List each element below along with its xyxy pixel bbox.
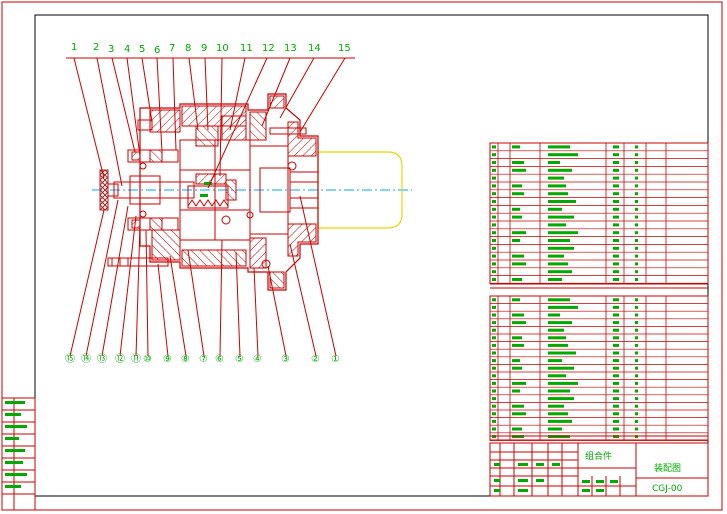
parts-list-upper-row [492, 207, 638, 211]
part-number-4: 4 [124, 44, 130, 55]
parts-list-lower-row [492, 389, 638, 393]
parts-list-upper-row [492, 223, 638, 227]
bottom-part-number-10: ⑩ [143, 354, 152, 365]
part-number-10: 10 [216, 43, 229, 54]
parts-list-upper-row [492, 246, 638, 250]
housing-outline [139, 93, 319, 291]
part-number-2: 2 [93, 42, 99, 53]
bottom-part-number-4: ④ [253, 354, 262, 365]
parts-list-lower-row [492, 366, 638, 370]
parts-list-upper-row [492, 270, 638, 274]
parts-list-upper-row [492, 168, 638, 172]
left-margin-tabs [1, 397, 36, 511]
bottom-part-number-15: ⑮ [65, 353, 75, 365]
parts-list-upper-row [492, 176, 638, 180]
parts-list-lower-row [492, 298, 638, 302]
part-number-14: 14 [308, 43, 321, 54]
parts-list-lower-row [492, 336, 638, 340]
part-number-6: 6 [154, 45, 160, 56]
parts-list-lower-row [492, 427, 638, 431]
parts-list-upper-row [492, 278, 638, 281]
parts-list-upper [489, 142, 709, 289]
parts-list-lower-row [492, 397, 638, 401]
parts-list-upper-row [492, 215, 638, 219]
part-number-5: 5 [139, 44, 145, 55]
parts-list-upper-row [492, 184, 638, 188]
part-number-9: 9 [201, 43, 207, 54]
parts-list-lower-row [492, 381, 638, 385]
bottom-part-number-12: ⑫ [115, 353, 125, 365]
parts-list-upper-row [492, 200, 638, 203]
bottom-part-number-1: ① [331, 354, 340, 365]
bottom-part-number-3: ③ [281, 354, 290, 365]
assembly-label: 组合件 [585, 450, 612, 462]
parts-list-upper-row [492, 153, 638, 157]
parts-list-lower-row [492, 404, 638, 408]
parts-list-upper-row [492, 231, 638, 235]
bottom-part-number-9: ⑨ [163, 354, 172, 365]
parts-list-lower-row [492, 435, 638, 439]
bottom-part-number-6: ⑥ [215, 354, 224, 365]
parts-list-upper-row [492, 262, 638, 266]
top-callouts: 1 2 3 4 5 6 7 8 9 10 11 12 13 14 15 [66, 42, 355, 189]
parts-list-lower-row [492, 305, 638, 309]
part-number-7: 7 [169, 43, 175, 54]
parts-list-lower-row [492, 419, 638, 423]
drawing-frame [34, 14, 709, 497]
parts-list-upper-row [492, 145, 638, 149]
bottom-part-number-11: ⑪ [131, 353, 141, 365]
part-number-3: 3 [108, 44, 114, 55]
part-number-15: 15 [338, 43, 351, 54]
parts-list-lower-row [492, 374, 638, 378]
bottom-part-number-8: ⑧ [181, 354, 190, 365]
parts-list-upper-row [492, 239, 638, 242]
parts-list-lower-row [492, 313, 638, 317]
parts-list-lower-row [492, 328, 638, 332]
bottom-part-number-2: ② [311, 354, 320, 365]
part-number-12: 12 [262, 43, 275, 54]
parts-list-upper-row [492, 254, 638, 258]
bottom-part-number-13: ⑬ [97, 353, 107, 365]
part-number-8: 8 [185, 43, 191, 54]
title-block: 组合件 装配图 CGJ-00 [489, 442, 709, 497]
parts-list-upper-row [492, 161, 638, 164]
bottom-callouts: ⑮ ⑭ ⑬ ⑫ ⑪ ⑩ ⑨ ⑧ ⑦ ⑥ ⑤ ④ ③ ② ① [65, 195, 340, 365]
part-number-11: 11 [240, 43, 253, 54]
parts-list-upper-row [492, 192, 638, 196]
parts-list-lower-row [492, 351, 638, 355]
part-number-1: 1 [71, 42, 77, 53]
assembly-section-view [92, 93, 412, 291]
drawing-name: 装配图 [654, 462, 681, 474]
bottom-part-number-14: ⑭ [81, 353, 91, 365]
part-number-13: 13 [284, 43, 297, 54]
bottom-part-number-7: ⑦ [199, 354, 208, 365]
motor-outline [317, 151, 403, 229]
drawing-number: CGJ-00 [652, 484, 683, 494]
parts-list-lower [489, 295, 709, 441]
parts-list-lower-row [492, 359, 638, 363]
bottom-part-number-5: ⑤ [235, 354, 244, 365]
parts-list-lower-row [492, 343, 638, 347]
parts-list-lower-row [492, 321, 638, 325]
parts-list-lower-row [492, 412, 638, 416]
